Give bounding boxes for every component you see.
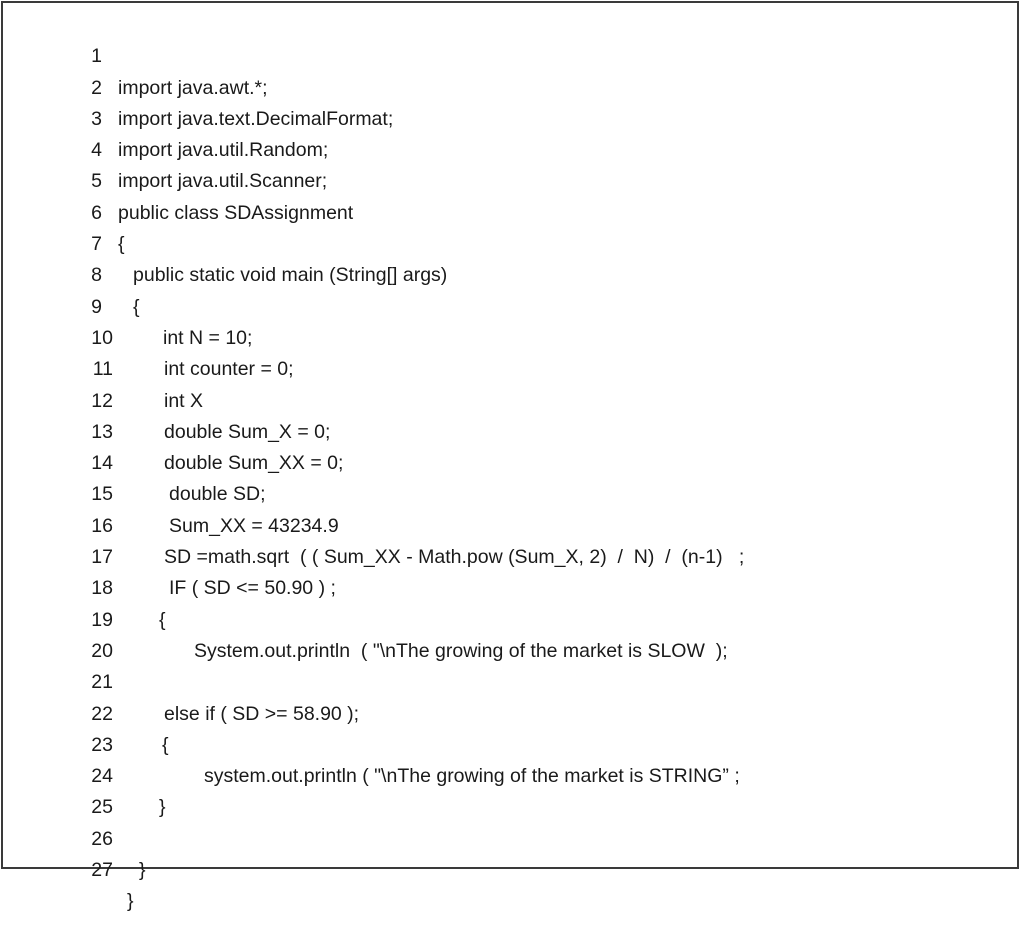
code-line-25: 25 — [3, 761, 1021, 818]
line-number: 4 — [91, 139, 102, 162]
code-listing: 1 import java.awt.*; 2 import java.text.… — [3, 10, 1021, 912]
code-line-4: 4 import java.util.Scanner; — [3, 104, 1021, 192]
line-text: } — [127, 890, 134, 913]
code-line-15: 15 Sum_XX = 43234.9 — [3, 448, 1021, 536]
line-number: 1 — [91, 45, 102, 68]
line-number: 18 — [91, 577, 113, 600]
code-line-18: 18 { — [3, 542, 1021, 630]
line-text: { — [159, 608, 166, 631]
line-number: 15 — [91, 483, 113, 506]
line-number: 21 — [91, 671, 113, 694]
line-text: } — [139, 859, 146, 882]
line-number: 27 — [91, 859, 113, 882]
code-line-27: 27 } — [3, 824, 1021, 912]
line-text: int N = 10; — [163, 326, 253, 349]
line-number: 23 — [91, 733, 113, 756]
code-line-21: 21 else if ( SD >= 58.90 ); — [3, 636, 1021, 724]
line-number: 7 — [91, 233, 102, 256]
line-text: double Sum_X = 0; — [164, 420, 331, 443]
line-text: { — [118, 233, 125, 256]
line-number: 25 — [91, 796, 113, 819]
line-text: double Sum_XX = 0; — [164, 452, 344, 475]
line-text: public class SDAssignment — [118, 201, 354, 224]
line-number: 13 — [91, 420, 113, 443]
line-text: import java.awt.*; — [118, 76, 268, 99]
line-text: Sum_XX = 43234.9 — [169, 514, 339, 537]
line-text: public static void main (String[] args) — [133, 264, 448, 287]
code-line-3: 3 import java.util.Random; — [3, 73, 1021, 161]
line-number: 3 — [91, 107, 102, 130]
line-number: 11 — [92, 358, 113, 381]
code-line-22: 22 { — [3, 667, 1021, 756]
line-text: { — [133, 295, 140, 318]
line-number: 9 — [91, 295, 102, 318]
line-number: 2 — [91, 76, 102, 99]
code-line-10: 10 int counter = 0; — [3, 292, 1021, 380]
line-number: 5 — [91, 170, 102, 193]
line-text: int counter = 0; — [164, 358, 294, 381]
code-line-16: 16 SD =math.sqrt ( ( Sum_XX - Math.pow (… — [3, 479, 1021, 568]
line-number: 22 — [91, 702, 113, 725]
line-text: { — [162, 733, 169, 756]
code-line-5: 5 public class SDAssignment — [3, 135, 1021, 223]
code-line-26: 26 } — [3, 792, 1021, 881]
line-text: IF ( SD <= 50.90 ) ; — [169, 577, 336, 600]
code-line-8: 8 { — [3, 229, 1021, 317]
line-text: import java.util.Random; — [118, 139, 329, 162]
code-listing-frame: 1 import java.awt.*; 2 import java.text.… — [1, 1, 1021, 912]
code-line-20: 20 — [3, 605, 1021, 662]
code-line-19: 19 System.out.println ( "\nThe growing o… — [3, 573, 1021, 662]
line-number: 14 — [91, 452, 113, 475]
line-number: 6 — [91, 201, 102, 224]
code-line-1: 1 import java.awt.*; — [3, 10, 1021, 98]
line-number: 17 — [91, 546, 113, 569]
code-line-9: 9 int N = 10; — [3, 260, 1021, 349]
line-text: int X — [164, 389, 204, 412]
line-text: import java.text.DecimalFormat; — [118, 107, 394, 130]
code-line-13: 13 double Sum_XX = 0; — [3, 386, 1021, 474]
line-number: 8 — [91, 264, 102, 287]
code-line-2: 2 import java.text.DecimalFormat; — [3, 41, 1021, 130]
line-text: SD =math.sqrt ( ( Sum_XX - Math.pow (Sum… — [164, 546, 745, 569]
code-line-24: 24 } — [3, 730, 1021, 818]
code-line-14: 14 double SD; — [3, 417, 1021, 505]
line-text: double SD; — [169, 483, 266, 506]
code-line-11: 11 int X — [3, 323, 1021, 411]
line-text: import java.util.Scanner; — [118, 170, 328, 193]
line-number: 12 — [91, 389, 113, 412]
line-text: system.out.println ( "\nThe growing of t… — [204, 765, 740, 788]
code-line-12: 12 double Sum_X = 0; — [3, 354, 1021, 443]
code-line-6: 6 { — [3, 166, 1021, 255]
line-text: else if ( SD >= 58.90 ); — [164, 702, 360, 725]
code-line-17: 17 IF ( SD <= 50.90 ) ; — [3, 511, 1021, 599]
line-number: 26 — [91, 827, 113, 850]
code-line-23: 23 system.out.println ( "\nThe growing o… — [3, 699, 1021, 787]
line-number: 16 — [91, 514, 113, 537]
line-number: 19 — [91, 608, 113, 631]
line-number: 24 — [91, 765, 113, 788]
line-text: System.out.println ( "\nThe growing of t… — [194, 639, 728, 662]
line-number: 20 — [91, 639, 113, 662]
line-number: 10 — [91, 326, 113, 349]
line-text: } — [159, 796, 166, 819]
code-line-7: 7 public static void main (String[] args… — [3, 198, 1021, 286]
